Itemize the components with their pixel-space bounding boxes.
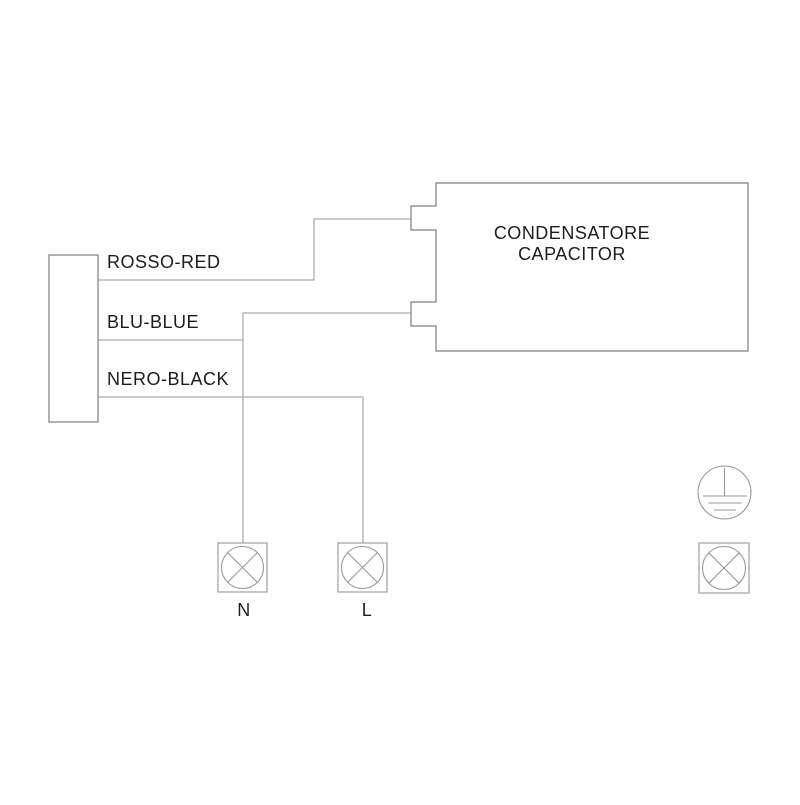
wire-label-nero-black: NERO-BLACK	[107, 369, 229, 389]
terminal-n-symbol	[217, 542, 268, 593]
capacitor-box	[410, 182, 749, 352]
crossed-circle-terminal-icon	[698, 542, 750, 594]
terminal-l-circle	[340, 545, 385, 590]
terminal-n-circle	[220, 545, 265, 590]
capacitor-label-line1: CONDENSATORE	[494, 223, 650, 243]
connector-block	[48, 254, 99, 423]
earth-circle	[697, 465, 752, 520]
terminal-n-label: N	[237, 600, 251, 620]
crossed-circle-circle	[701, 545, 747, 591]
wire-blu-blue-branch	[242, 312, 411, 543]
terminal-n-cross-line-2	[227, 552, 258, 583]
terminal-l-label: L	[362, 600, 373, 620]
wire-nero-black	[98, 396, 364, 543]
terminal-l-cross-line-2	[347, 552, 378, 583]
wire-label-blu-blue: BLU-BLUE	[107, 312, 199, 332]
wire-label-rosso-red: ROSSO-RED	[107, 252, 221, 272]
wire-rosso-red	[98, 218, 411, 281]
protective-earth-icon	[697, 465, 752, 520]
capacitor-label-line2: CAPACITOR	[518, 244, 626, 264]
terminal-l-symbol	[337, 542, 388, 593]
crossed-circle-line-2	[708, 552, 740, 584]
